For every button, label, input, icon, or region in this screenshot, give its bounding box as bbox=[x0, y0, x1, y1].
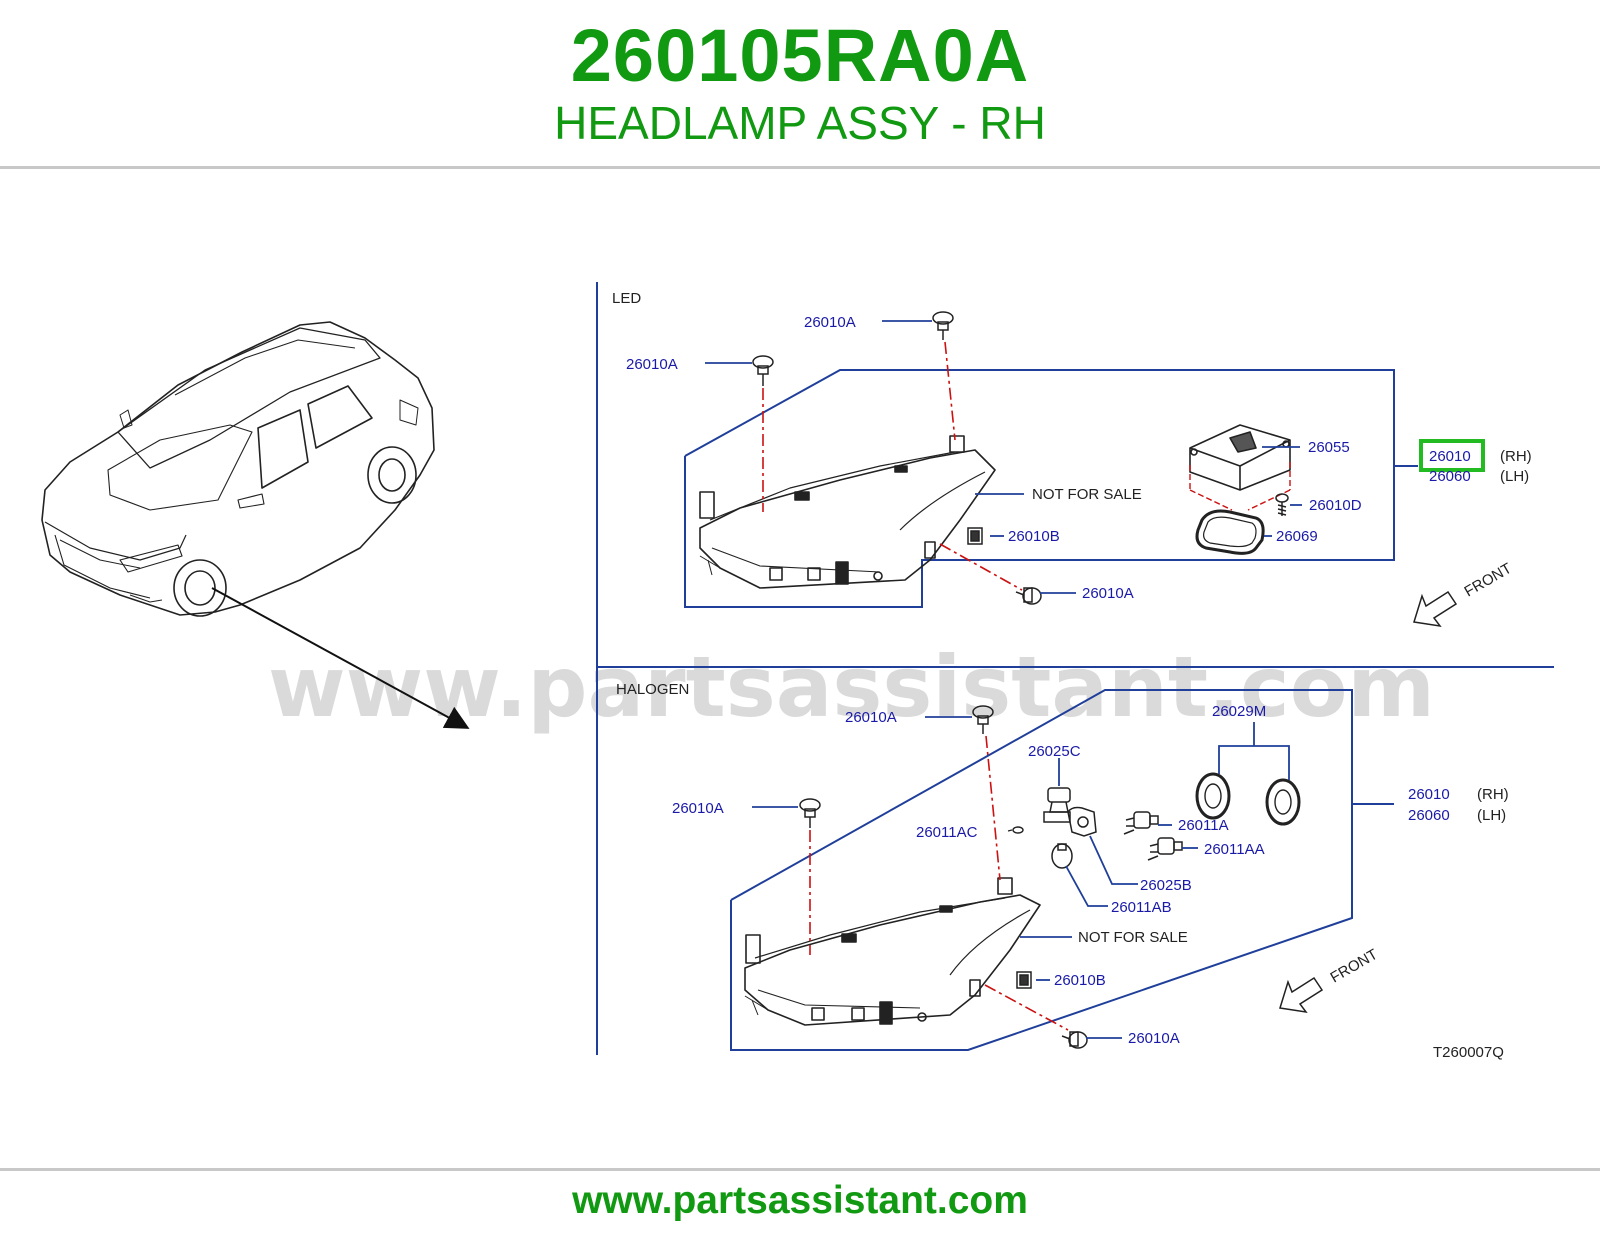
halogen-side-rh: (RH) bbox=[1477, 786, 1509, 803]
part-number-title: 260105RA0A bbox=[570, 14, 1030, 97]
footer-divider bbox=[0, 1168, 1600, 1171]
halogen-bulb-aa bbox=[1147, 837, 1183, 861]
halogen-callout-bulb-a: 26011A bbox=[1178, 817, 1229, 834]
halogen-callout-bulb-ab: 26011AB bbox=[1111, 899, 1172, 916]
halogen-section: HALOGEN 26010A bbox=[616, 681, 1509, 1061]
led-callout-bolt-bottom: 26010A bbox=[1082, 585, 1134, 602]
halogen-bolt-top-right bbox=[972, 705, 994, 734]
led-screw bbox=[1275, 493, 1289, 516]
halogen-front-label: FRONT bbox=[1328, 946, 1381, 987]
halogen-callout-bolt-bottom: 26010A bbox=[1128, 1030, 1180, 1047]
part-description: HEADLAMP ASSY - RH bbox=[554, 97, 1046, 149]
highlighted-part-box bbox=[1419, 439, 1485, 472]
halogen-clip bbox=[1016, 971, 1032, 989]
halogen-callout-bolt-top-left: 26010A bbox=[672, 800, 724, 817]
led-module bbox=[1189, 424, 1291, 491]
halogen-assembly-outline bbox=[730, 689, 1353, 1051]
halogen-callout-clip: 26010B bbox=[1054, 972, 1106, 989]
footer-website-link[interactable]: www.partsassistant.com bbox=[572, 1179, 1028, 1222]
halogen-headlamp bbox=[744, 877, 1041, 1026]
led-not-for-sale: NOT FOR SALE bbox=[1032, 486, 1142, 503]
halogen-caps bbox=[1195, 772, 1301, 826]
led-callout-clip: 26010B bbox=[1008, 528, 1060, 545]
halogen-callout-assy-rh[interactable]: 26010 bbox=[1408, 786, 1450, 803]
led-callout-bolt-top-right: 26010A bbox=[804, 314, 856, 331]
led-assembly-outline bbox=[684, 369, 1395, 608]
vehicle-illustration bbox=[41, 321, 470, 729]
halogen-callout-assy-lh[interactable]: 26060 bbox=[1408, 807, 1450, 824]
halogen-side-lh: (LH) bbox=[1477, 807, 1506, 824]
halogen-socket-b bbox=[1067, 806, 1097, 837]
halogen-callout-socket-c: 26025C bbox=[1028, 743, 1081, 760]
halogen-bulb-a bbox=[1123, 811, 1159, 835]
led-side-rh: (RH) bbox=[1500, 448, 1532, 465]
halogen-callout-cap: 26029M bbox=[1212, 703, 1266, 720]
led-callout-gasket: 26069 bbox=[1276, 528, 1318, 545]
led-front-arrow bbox=[1413, 590, 1458, 628]
led-clip bbox=[967, 527, 983, 545]
halogen-bolt-bottom bbox=[1061, 1031, 1088, 1049]
halogen-not-for-sale: NOT FOR SALE bbox=[1078, 929, 1188, 946]
led-callout-bolt-top-left: 26010A bbox=[626, 356, 678, 373]
halogen-front-arrow bbox=[1279, 976, 1324, 1014]
drawing-code: T260007Q bbox=[1433, 1044, 1504, 1061]
halogen-section-label: HALOGEN bbox=[616, 681, 689, 698]
led-callout-module: 26055 bbox=[1308, 439, 1350, 456]
led-gasket bbox=[1195, 509, 1265, 555]
halogen-callout-socket-b: 26025B bbox=[1140, 877, 1192, 894]
halogen-bolt-top-left bbox=[799, 798, 821, 828]
led-callout-assy-rh[interactable]: 26010 bbox=[1429, 448, 1471, 465]
led-callout-screw: 26010D bbox=[1309, 497, 1362, 514]
header-divider bbox=[0, 166, 1600, 169]
halogen-callout-bulb-aa: 26011AA bbox=[1204, 841, 1265, 858]
led-front-label: FRONT bbox=[1462, 560, 1515, 601]
halogen-socket-c bbox=[1043, 787, 1071, 823]
halogen-bulb-ab bbox=[1051, 843, 1073, 869]
halogen-bulb-ac bbox=[1007, 826, 1024, 834]
halogen-callout-bolt-top-right: 26010A bbox=[845, 709, 897, 726]
led-section-label: LED bbox=[612, 290, 641, 307]
page-header: 260105RA0A HEADLAMP ASSY - RH bbox=[0, 0, 1600, 168]
led-bolt-top-left bbox=[752, 355, 774, 386]
led-section: LED 26010A bbox=[612, 290, 1532, 628]
led-bolt-bottom bbox=[1015, 587, 1042, 605]
led-callout-assy-lh[interactable]: 26060 bbox=[1429, 468, 1471, 485]
led-side-lh: (LH) bbox=[1500, 468, 1529, 485]
led-headlamp bbox=[699, 435, 996, 589]
halogen-callout-bulb-ac: 26011AC bbox=[916, 824, 978, 841]
led-bolt-top-right bbox=[932, 311, 954, 340]
